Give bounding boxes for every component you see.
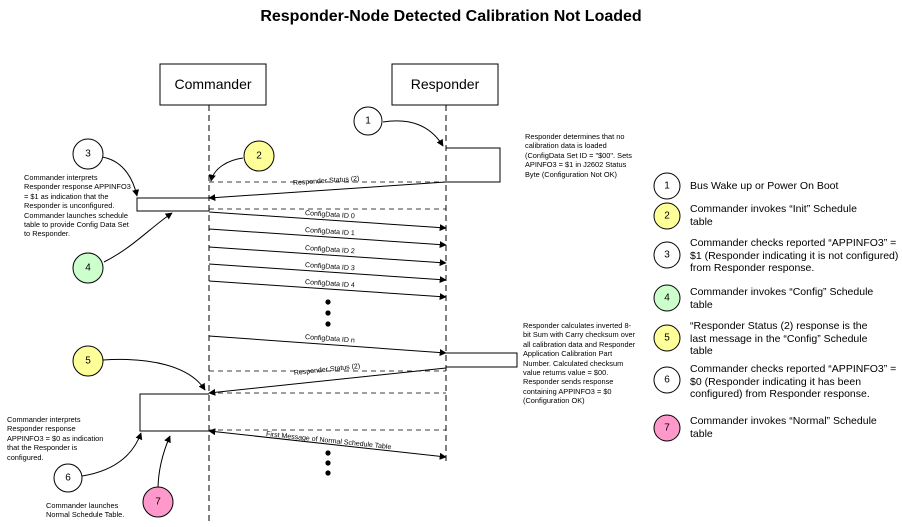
marker-circle-3: 3 [72,138,104,170]
marker-1-pointer [382,120,444,147]
marker-fill [72,138,104,170]
marker-circle-6: 6 [53,463,83,493]
legend-circle-3: 3 [653,241,681,269]
message-arrow-config-2 [208,246,447,267]
note-commander-configured: Commander interprets Responder response … [7,415,104,462]
legend-circle-7: 7 [653,414,681,442]
legend-text-1: Bus Wake up or Power On Boot [690,180,839,192]
legend-number: 2 [664,211,670,222]
commander-box [159,63,267,106]
legend-text-5: “Responder Status (2) response is the la… [690,320,868,357]
message-arrow-config-0 [208,211,447,232]
marker-circle-1: 1 [353,106,383,136]
legend-fill [653,366,681,394]
commander-processing-block-1 [136,197,209,212]
legend-fill [653,284,681,312]
diagram-title: Responder-Node Detected Calibration Not … [260,8,642,25]
marker-2-pointer [209,157,244,182]
legend-number: 3 [664,250,670,261]
marker-circle-7: 7 [142,486,174,518]
message-arrow-config-1 [208,228,447,249]
marker-fill [53,463,83,493]
commander-processing-block-2 [139,393,209,432]
note-responder-no-calibration: Responder determines that no calibration… [525,132,632,179]
marker-6-pointer [81,432,143,477]
responder-processing-block-1 [446,147,501,183]
marker-4-pointer [103,212,173,263]
note-commander-normal: Commander launches Normal Schedule Table… [46,501,125,520]
message-arrow-normal [208,428,447,460]
message-arrow-config-n [208,335,447,357]
commander-label: Commander [174,76,252,92]
responder-box [391,63,499,106]
marker-fill [243,140,275,172]
message-arrow-config-4 [208,280,447,301]
legend-circle-5: 5 [653,324,681,352]
marker-number: 4 [85,263,91,274]
legend-number: 1 [664,181,670,192]
responder-label: Responder [410,76,480,92]
legend-fill [653,202,681,230]
continuation-dots [325,299,331,327]
responder-processing-block-2 [446,352,518,368]
note-commander-unconfigured: Commander interprets Responder response … [24,173,131,239]
marker-number: 2 [256,151,262,162]
marker-number: 1 [365,116,371,127]
legend-fill [653,172,681,200]
marker-circle-4: 4 [72,252,104,284]
legend-circle-6: 6 [653,366,681,394]
legend-circle-4: 4 [653,284,681,312]
marker-fill [72,345,104,377]
marker-fill [142,486,174,518]
legend-number: 5 [664,333,670,344]
marker-3-pointer [101,156,140,197]
legend-text-4: Commander invokes “Config” Schedule tabl… [690,286,874,311]
message-arrow-status1 [208,181,447,202]
legend-fill [653,241,681,269]
legend-number: 4 [664,293,670,304]
legend-fill [653,324,681,352]
marker-number: 5 [85,356,91,367]
marker-fill [72,252,104,284]
legend-number: 7 [664,423,670,434]
legend-text-6: Commander checks reported “APPINFO3” = $… [690,363,897,400]
legend-text-3: Commander checks reported “APPINFO3” = $… [690,237,899,274]
continuation-dots [325,450,331,476]
note-responder-checksum: Responder calculates inverted 8-bit Sum … [523,321,636,406]
legend-number: 6 [664,375,670,386]
marker-7-pointer [157,435,171,491]
marker-number: 6 [65,473,71,484]
legend-circle-1: 1 [653,172,681,200]
marker-number: 7 [155,497,161,508]
marker-circle-2: 2 [243,140,275,172]
message-arrow-status2 [208,367,447,396]
legend-text-2: Commander invokes “Init” Schedule table [690,203,857,228]
message-arrow-config-3 [208,263,447,284]
legend-circle-2: 2 [653,202,681,230]
legend-text-7: Commander invokes “Normal” Schedule tabl… [690,415,877,440]
marker-5-pointer [102,358,206,391]
legend-fill [653,414,681,442]
marker-number: 3 [85,149,91,160]
marker-fill [353,106,383,136]
marker-circle-5: 5 [72,345,104,377]
